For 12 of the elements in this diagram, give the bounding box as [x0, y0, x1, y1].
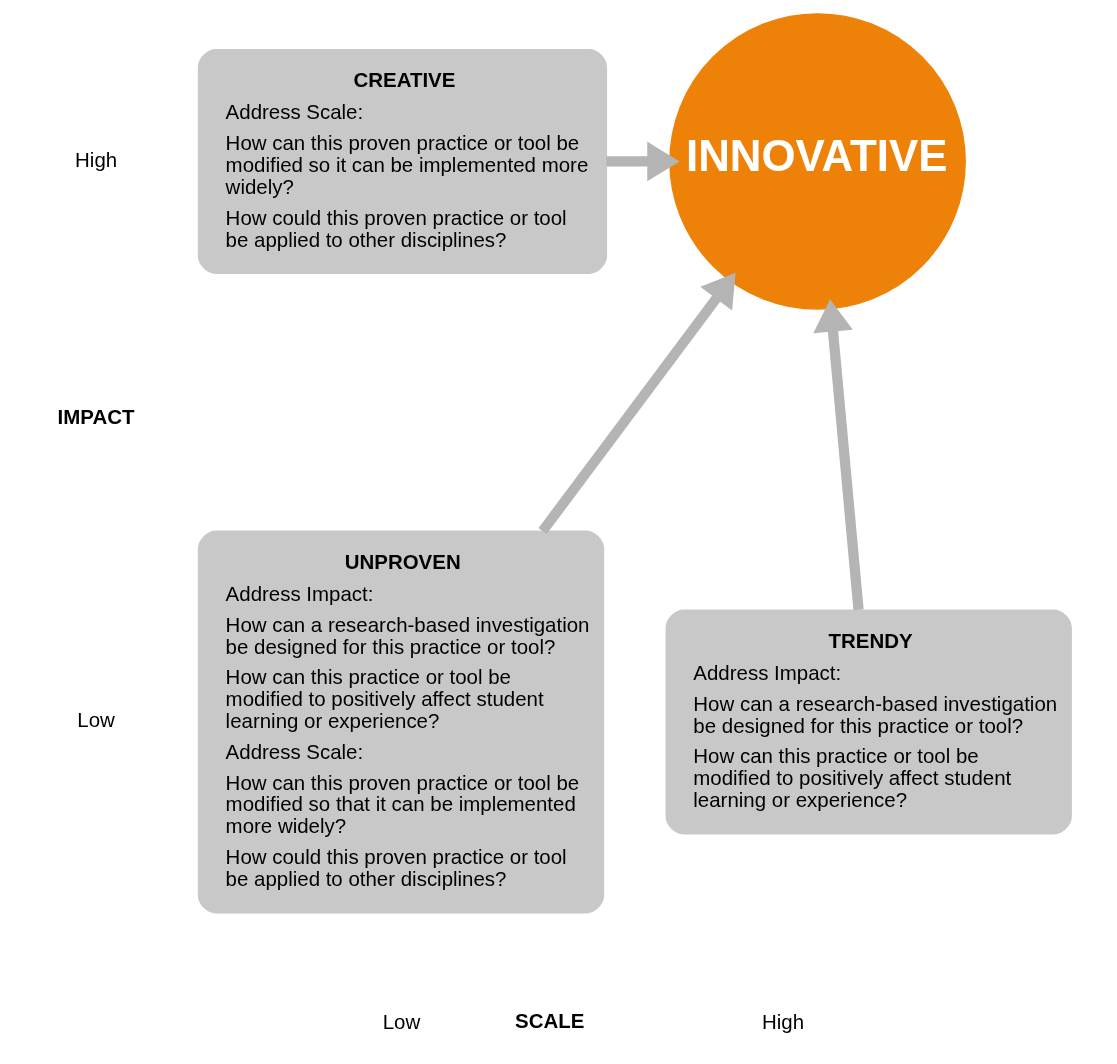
label: Low	[382, 1010, 421, 1034]
node-box: CREATIVE Address Scale: How can this proven practice or tool be modified so it can be implemented more widely? How could this proven practice or tool be applied to other disciplines?	[197, 48, 608, 275]
label: IMPACT	[57, 405, 135, 429]
label: Low	[77, 708, 115, 732]
arrow	[538, 272, 736, 535]
arrow	[813, 299, 864, 611]
node-box: UNPROVEN Address Impact: How can a research-based investigation be designed for this practice or tool? How can this practice or tool be modified to positively affect student learning or experience? Address Scale: How can this proven practice or tool be modified so that it can be implemented more widely? How could this proven practice or tool be applied to other disciplines?	[197, 530, 605, 914]
label: High	[762, 1010, 805, 1034]
label: SCALE	[515, 1008, 585, 1032]
label: High	[75, 147, 118, 171]
node-box: TRENDY Address Impact: How can a research-based investigation be designed for this practice or tool? How can this practice or tool be modified to positively affect student learning or experience?	[665, 609, 1072, 835]
arrow	[606, 141, 680, 182]
